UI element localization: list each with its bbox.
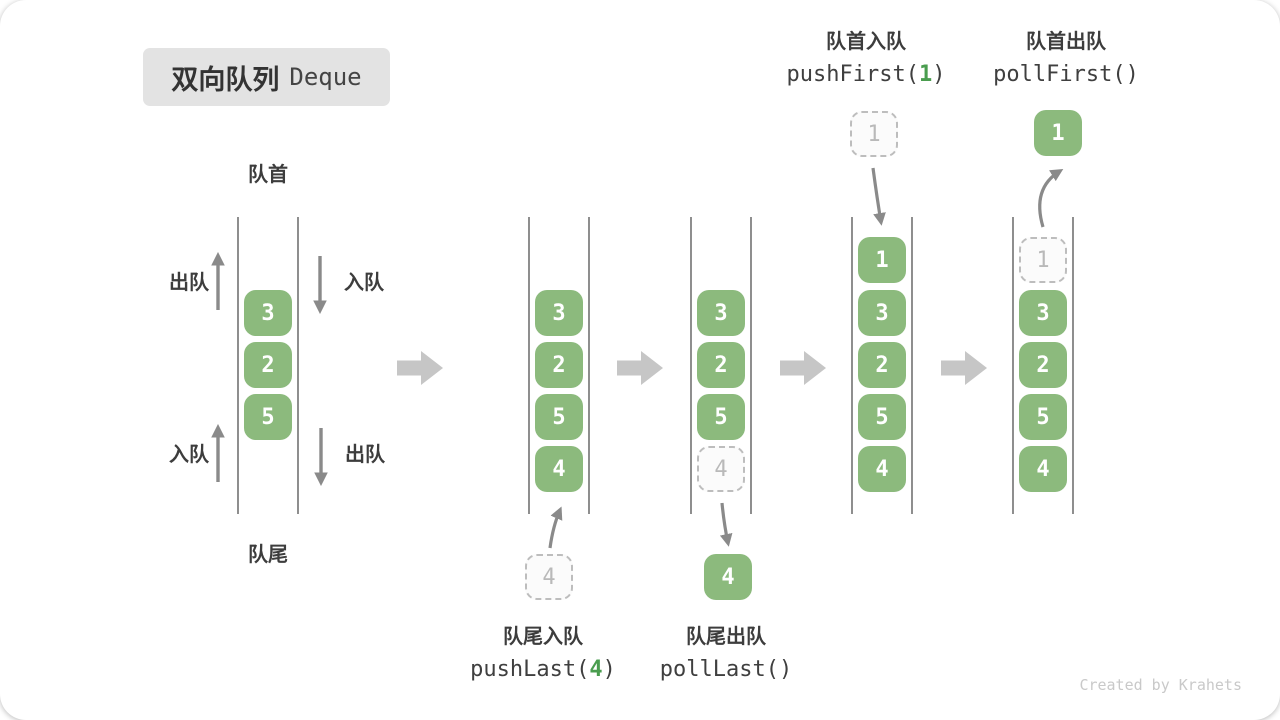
queue-item: 1 — [858, 237, 906, 283]
queue-item: 3 — [1019, 290, 1067, 336]
queue-item: 2 — [244, 342, 292, 388]
queue-item: 5 — [1019, 394, 1067, 440]
rear-label: 队尾 — [248, 544, 288, 566]
code-post: ) — [602, 657, 616, 682]
removed-item-ghost: 1 — [1019, 237, 1067, 283]
queue-item: 2 — [858, 342, 906, 388]
removed-item-ghost: 4 — [697, 446, 745, 492]
queue-item: 5 — [535, 394, 583, 440]
op-push-last-zh: 队尾入队 — [503, 626, 583, 648]
queue-item: 4 — [1019, 446, 1067, 492]
operation-arrows — [548, 167, 1064, 549]
op-poll-last: 队尾出队 pollLast() — [621, 624, 831, 683]
title-box: 双向队列 Deque — [143, 48, 390, 106]
op-push-last: 队尾入队 pushLast(4) — [438, 624, 648, 683]
queue-item: 3 — [244, 290, 292, 336]
op-push-first: 队首入队 pushFirst(1) — [761, 29, 971, 88]
outgoing-item: 1 — [1034, 110, 1082, 156]
flow-arrow-2 — [617, 351, 663, 385]
poll-last-arrow — [719, 502, 733, 547]
push-last-arrow — [548, 506, 563, 549]
title-en: Deque — [289, 63, 362, 91]
code-pre: pollLast() — [659, 657, 793, 682]
op-push-first-code: pushFirst(1) — [761, 62, 971, 88]
op-poll-first-code: pollFirst() — [961, 62, 1171, 88]
enqueue-bottom-label: 入队 — [169, 444, 209, 466]
enqueue-top-label: 入队 — [344, 272, 384, 294]
watermark: Created by Krahets — [1079, 676, 1242, 694]
push-first-arrow — [871, 167, 886, 226]
op-push-first-zh: 队首入队 — [826, 31, 906, 53]
queue-walls — [237, 217, 1074, 514]
flow-arrow-1 — [397, 351, 443, 385]
queue-item: 3 — [535, 290, 583, 336]
queue-item: 5 — [697, 394, 745, 440]
flow-arrow-4 — [941, 351, 987, 385]
dequeue-bottom-label: 出队 — [345, 444, 385, 466]
outgoing-item: 4 — [704, 554, 752, 600]
code-pre: pushFirst( — [786, 62, 919, 87]
code-post: ) — [932, 62, 946, 87]
dequeue-top-label: 出队 — [169, 272, 209, 294]
code-pre: pushLast( — [470, 657, 590, 682]
queue-item: 2 — [1019, 342, 1067, 388]
code-pre: pollFirst() — [993, 62, 1139, 87]
incoming-item-ghost: 4 — [525, 554, 573, 600]
queue-item: 3 — [697, 290, 745, 336]
code-arg: 4 — [589, 657, 603, 682]
op-poll-first: 队首出队 pollFirst() — [961, 29, 1171, 88]
op-push-last-code: pushLast(4) — [438, 657, 648, 683]
flow-arrow-3 — [780, 351, 826, 385]
op-poll-last-zh: 队尾出队 — [686, 626, 766, 648]
queue-item: 2 — [535, 342, 583, 388]
code-arg: 1 — [918, 62, 933, 87]
incoming-item-ghost: 1 — [850, 111, 898, 157]
title-zh: 双向队列 — [171, 64, 280, 95]
front-label: 队首 — [248, 164, 288, 186]
queue-item: 4 — [535, 446, 583, 492]
queue-item: 4 — [858, 446, 906, 492]
queue-item: 5 — [244, 394, 292, 440]
queue-item: 5 — [858, 394, 906, 440]
op-poll-last-code: pollLast() — [621, 657, 831, 683]
queue-item: 3 — [858, 290, 906, 336]
op-poll-first-zh: 队首出队 — [1026, 31, 1106, 53]
queue-item: 2 — [697, 342, 745, 388]
poll-first-arrow — [1038, 168, 1064, 228]
